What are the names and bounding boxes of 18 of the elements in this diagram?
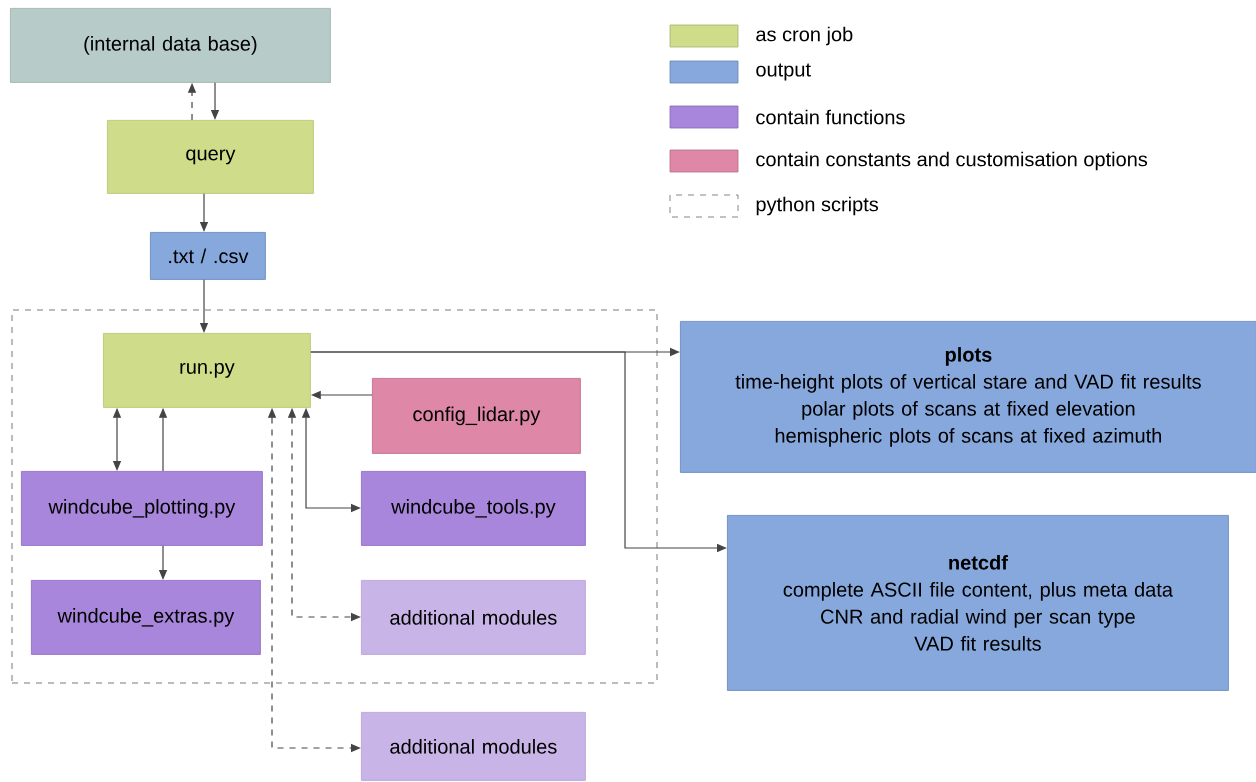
process-box: run.py <box>103 333 311 408</box>
legend-label: contain functions <box>756 109 905 125</box>
process-box: netcdf complete ASCII file content, plus meta data CNR and radial wind per scan type VAD fit results <box>727 515 1229 691</box>
process-box: query <box>107 120 314 194</box>
process-box: windcube_plotting.py <box>21 471 263 546</box>
process-box: (internal data base) <box>10 8 331 83</box>
process-box: plots time-height plots of vertical stare and VAD fit results polar plots of scans at fixed elevation hemispheric plots of scans at fixed azimuth <box>680 321 1256 473</box>
python-scripts-frame <box>11 309 658 684</box>
process-box: windcube_extras.py <box>31 580 261 655</box>
process-box: config_lidar.py <box>372 378 581 454</box>
process-box: additional modules <box>361 580 586 655</box>
process-box: .txt / .csv <box>150 232 266 280</box>
legend-label: as cron job <box>756 26 853 46</box>
legend-label: contain constants and customisation options <box>756 151 1148 171</box>
process-box: additional modules <box>361 712 586 781</box>
legend-label: python scripts <box>756 196 879 216</box>
process-box: windcube_tools.py <box>361 471 586 546</box>
legend-label: output <box>756 63 811 81</box>
